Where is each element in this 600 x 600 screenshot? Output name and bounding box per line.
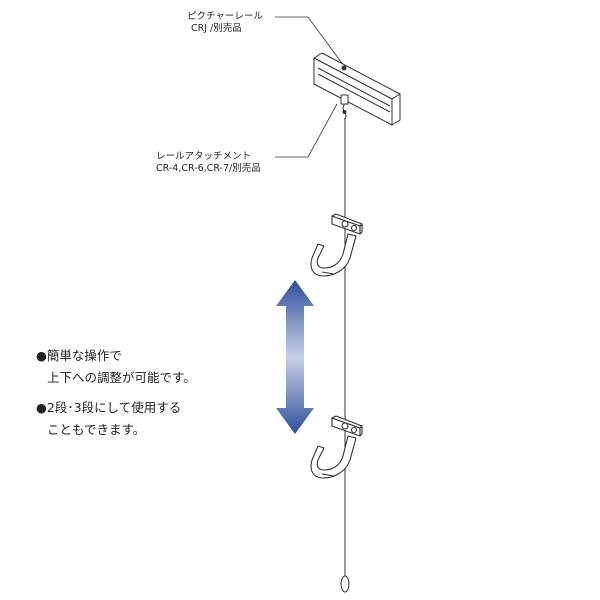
double-headed-arrow-icon	[276, 280, 314, 434]
rail-attachment-icon	[340, 94, 349, 121]
leader-lines	[275, 16, 345, 158]
picture-rail-label-line2: CRJ /別売品	[191, 23, 242, 34]
picture-rail-label-line1: ピクチャーレール	[187, 11, 263, 22]
feature-adjustable: ●簡単な操作で 上下への調整が可能です。	[36, 345, 196, 389]
wire-end-weight-icon	[340, 575, 350, 593]
rail-attachment-label-line1: レールアタッチメント	[156, 151, 252, 162]
rail-attachment-label-line2: CR-4,CR-6,CR-7/別売品	[156, 163, 261, 174]
upper-hook-icon	[310, 213, 363, 277]
feature-multi-tier-line1: ●2段･3段にして使用する	[36, 400, 182, 415]
picture-rail-icon	[313, 52, 401, 126]
feature-adjustable-line2: 上下への調整が可能です。	[47, 370, 196, 385]
feature-multi-tier-line2: こともできます。	[47, 422, 146, 437]
rail-attachment-label: レールアタッチメント CR-4,CR-6,CR-7/別売品	[156, 151, 261, 175]
feature-multi-tier: ●2段･3段にして使用する こともできます。	[36, 397, 181, 441]
rail-leader-line	[275, 16, 345, 67]
lower-hook-icon	[310, 415, 363, 479]
feature-adjustable-line1: ●簡単な操作で	[36, 348, 122, 363]
picture-rail-label: ピクチャーレール CRJ /別売品	[187, 11, 263, 35]
attachment-leader-line	[275, 103, 338, 158]
